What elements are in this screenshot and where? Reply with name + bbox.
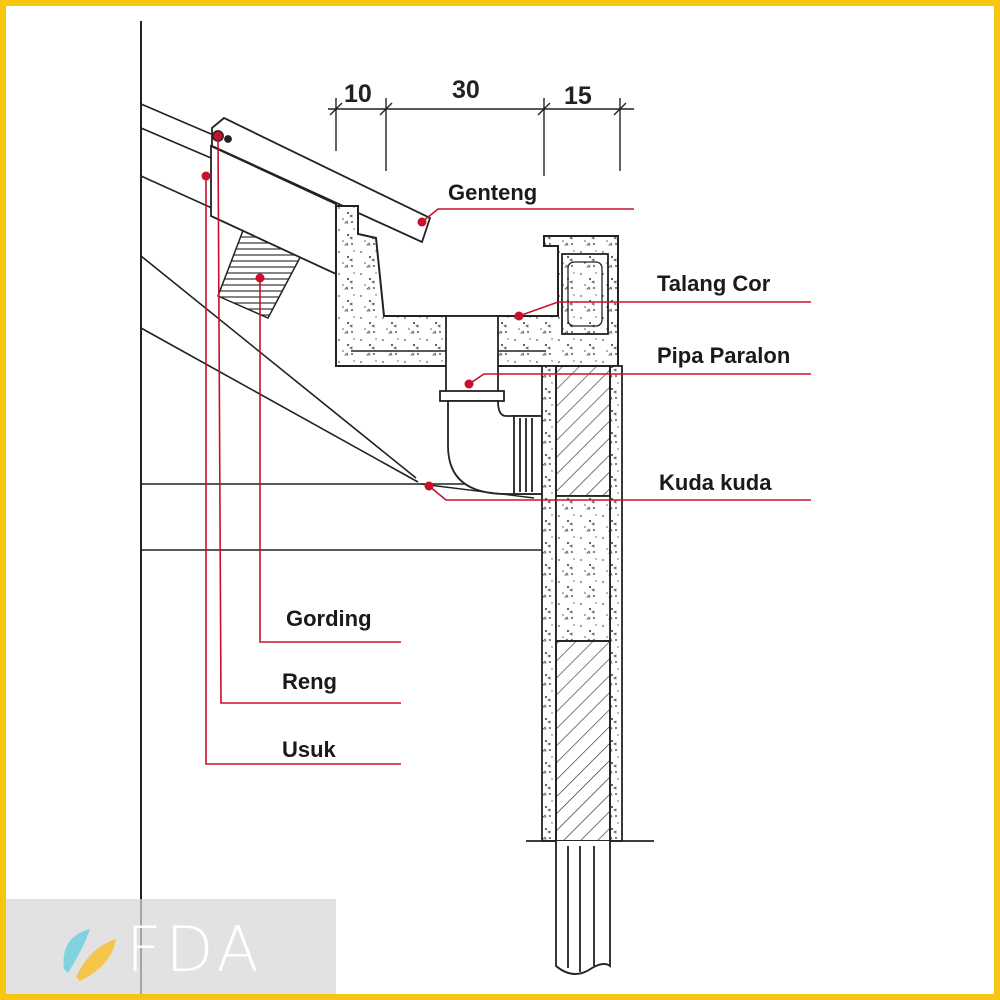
leader-kuda-kuda xyxy=(428,485,811,501)
label-talang-cor: Talang Cor xyxy=(657,271,771,296)
label-kuda-kuda: Kuda kuda xyxy=(659,470,772,495)
leader-gording xyxy=(259,278,401,643)
gutter-rebar-inner xyxy=(567,261,603,327)
dimension-label-10: 10 xyxy=(344,80,372,108)
dimension-label-15: 15 xyxy=(564,82,592,110)
label-gording: Gording xyxy=(286,606,372,631)
leader-pipa-paralon xyxy=(468,373,811,385)
fda-logo-icon xyxy=(63,929,116,981)
wall-column xyxy=(526,365,654,975)
label-pipa-paralon: Pipa Paralon xyxy=(657,343,790,368)
gutter-rebar-box xyxy=(561,253,609,335)
label-reng: Reng xyxy=(282,669,337,694)
watermark: FDA xyxy=(6,899,336,994)
dimension-label-30: 30 xyxy=(452,76,480,104)
label-genteng: Genteng xyxy=(448,180,537,205)
gutter-section-drawing: 10 30 15 Genteng Talang Cor Pipa Paralon… xyxy=(140,21,811,994)
leader-usuk xyxy=(205,176,401,765)
watermark-text: FDA xyxy=(126,913,263,986)
tie-beam xyxy=(141,483,541,551)
leader-genteng xyxy=(421,208,634,223)
pvc-pipe xyxy=(439,315,543,495)
leader-reng xyxy=(217,135,401,704)
leader-talang-cor xyxy=(518,301,811,317)
leader-lines xyxy=(205,135,811,765)
label-usuk: Usuk xyxy=(282,737,337,762)
dimension-line xyxy=(328,98,634,176)
leader-dots xyxy=(201,131,524,491)
pipe-slope-line xyxy=(420,483,535,499)
